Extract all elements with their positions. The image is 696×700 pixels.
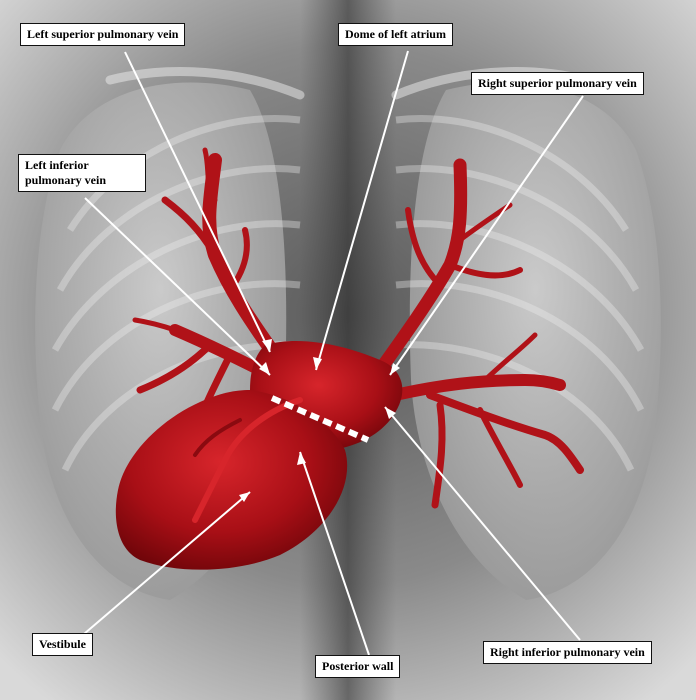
label-left-inferior-line2: pulmonary vein — [25, 173, 139, 188]
label-left-inferior-line1: Left inferior — [25, 158, 139, 173]
label-left-inferior-pulmonary-vein: Left inferior pulmonary vein — [18, 154, 146, 192]
label-right-inferior-pulmonary-vein: Right inferior pulmonary vein — [483, 641, 652, 664]
label-posterior-wall: Posterior wall — [315, 655, 400, 678]
label-right-superior-pulmonary-vein: Right superior pulmonary vein — [471, 72, 644, 95]
label-vestibule: Vestibule — [32, 633, 93, 656]
label-left-superior-pulmonary-vein: Left superior pulmonary vein — [20, 23, 185, 46]
label-dome-of-left-atrium: Dome of left atrium — [338, 23, 453, 46]
